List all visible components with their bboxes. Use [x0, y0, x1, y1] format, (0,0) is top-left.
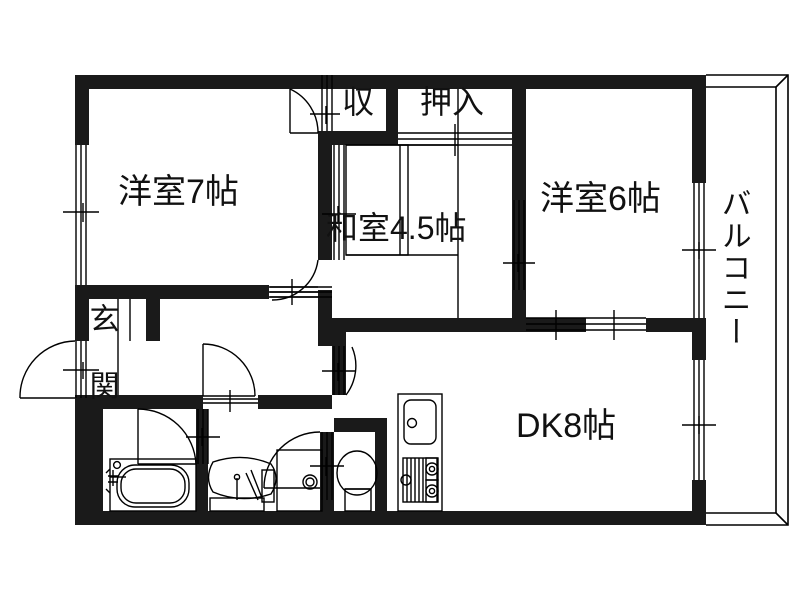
window-dk-top — [586, 310, 646, 340]
balcony-outline — [706, 74, 789, 526]
window-bedroom6-balcony — [682, 183, 716, 318]
kitchen-sink — [403, 399, 437, 445]
wall-exterior-right-lower — [692, 480, 706, 525]
genkan-step-line — [117, 299, 131, 395]
wash-basin — [207, 456, 277, 512]
wall-bedroom7-right-upper — [318, 145, 332, 260]
room-label-balcony: バルコニー — [716, 188, 750, 348]
wall-exterior-left-lower — [75, 398, 89, 525]
bedroom7-closet-door-arc — [289, 88, 319, 134]
wall-dk-top-right — [646, 318, 706, 332]
washitsu-right-sliding — [503, 200, 535, 290]
window-left-wall — [63, 145, 99, 285]
bathtub — [105, 458, 197, 512]
walls — [75, 75, 706, 525]
washitsu-interior-lines — [345, 89, 459, 318]
room-label-genkan: 玄 関 — [84, 303, 118, 402]
wall-washitsu-bottom-left-stub — [332, 332, 346, 346]
wall-washitsu-bottom — [332, 318, 528, 332]
oshiire-sliding-door — [398, 124, 512, 156]
wall-bedroom7-right-lower — [318, 290, 332, 346]
thin-details — [19, 75, 716, 512]
wall-bath-left-inner — [89, 409, 103, 511]
room-label-dk: DK8帖 — [516, 407, 617, 445]
gas-stove-two-burner — [400, 457, 439, 503]
room-label-bedroom6: 洋室6帖 — [540, 180, 661, 218]
wall-bath-right — [196, 409, 208, 511]
room-label-oshiire: 押入 — [420, 84, 485, 120]
bath-door-arc — [137, 408, 220, 465]
wall-closet-left-stub — [318, 75, 328, 89]
toilet-door-arc — [263, 431, 344, 500]
window-bedroom6-bottom — [526, 310, 586, 340]
wall-bedroom7-bottom — [89, 285, 269, 299]
toilet — [336, 450, 378, 512]
wall-exterior-bottom — [75, 511, 706, 525]
room-label-bedroom7: 洋室7帖 — [118, 173, 239, 211]
room-label-storage: 収 — [342, 84, 375, 120]
wall-toilet-right — [375, 418, 387, 511]
wall-exterior-left-mid — [75, 285, 89, 341]
wall-exterior-left-upper — [75, 75, 89, 145]
washitsu-left-sliding — [322, 145, 356, 260]
window-dk-balcony — [682, 360, 716, 480]
wall-genkan-right — [146, 299, 160, 341]
wall-between-shuno-oshiire — [386, 75, 398, 145]
kitchen-counter — [397, 393, 443, 512]
wall-toilet-top — [334, 418, 386, 432]
bedroom7-door-arc — [270, 259, 319, 305]
washing-machine-space — [276, 449, 323, 512]
wall-shuno-bottom — [318, 131, 388, 145]
wall-exterior-right-upper — [692, 75, 706, 183]
corridor-washitsu-door — [322, 346, 357, 396]
wall-bath-top-right — [258, 395, 332, 409]
wall-washitsu-right-lower — [512, 291, 526, 332]
room-label-washitsu: 和室4.5帖 — [326, 210, 467, 246]
entrance-door-arc — [19, 340, 99, 399]
corridor-sliding-upper — [269, 286, 332, 298]
wall-left-of-bedroom6 — [512, 75, 526, 291]
hall-door-arc — [202, 343, 258, 412]
wall-bath-top-left — [75, 395, 203, 409]
